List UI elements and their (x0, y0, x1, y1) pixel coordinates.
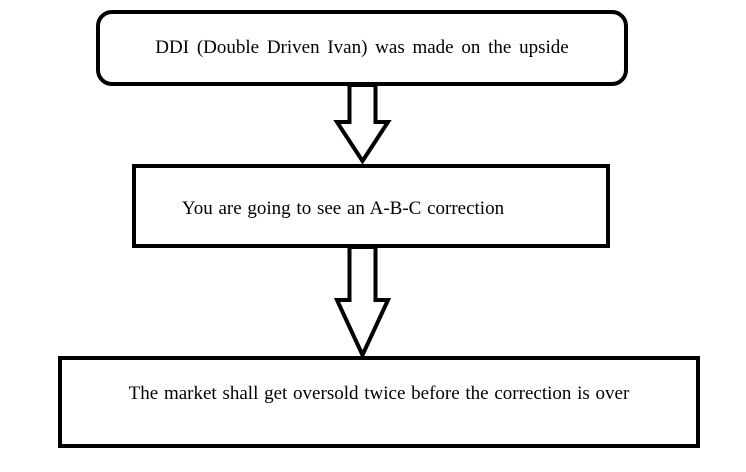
flowchart-box-top: DDI (Double Driven Ivan) was made on the… (96, 10, 628, 86)
block-arrow-down-shape (333, 83, 392, 164)
flowchart-box-bottom-text: The market shall get oversold twice befo… (128, 382, 630, 404)
block-arrow-down-shape (333, 245, 392, 358)
block-arrow-down-icon (333, 245, 392, 358)
flowchart-box-middle-text: You are going to see an A-B-C correction (181, 197, 505, 219)
flowchart-box-middle: You are going to see an A-B-C correction (132, 164, 610, 248)
flowchart-box-bottom: The market shall get oversold twice befo… (58, 356, 700, 448)
block-arrow-down-icon (333, 83, 392, 164)
flowchart-box-top-text: DDI (Double Driven Ivan) was made on the… (155, 36, 569, 58)
